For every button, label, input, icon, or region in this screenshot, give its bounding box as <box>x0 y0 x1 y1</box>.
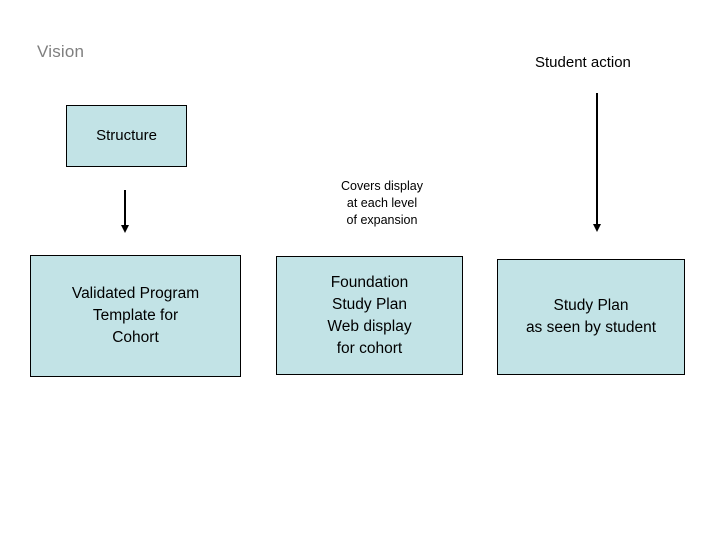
box-validated-program-template-text: Validated Program Template for Cohort <box>31 283 240 349</box>
annotation-line-3: of expansion <box>346 213 418 227</box>
box-structure-line-1: Structure <box>96 127 157 144</box>
box-validated-line-3: Cohort <box>112 329 159 346</box>
vision-heading: Vision <box>37 42 85 61</box>
box-student-line-1: Study Plan <box>553 297 629 314</box>
box-validated-program-template: Validated Program Template for Cohort <box>30 255 241 377</box>
student-action-heading: Student action <box>535 54 631 71</box>
box-foundation-line-1: Foundation <box>330 273 409 291</box>
box-structure: Structure <box>66 105 187 167</box>
annotation-line-1: Covers display <box>341 179 423 193</box>
box-structure-text: Structure <box>67 127 186 145</box>
arrow-shaft <box>124 190 126 226</box>
box-foundation-study-plan-text: Foundation Study Plan Web display for co… <box>277 272 462 360</box>
box-student-study-plan: Study Plan as seen by student <box>497 259 685 375</box>
box-student-line-2: as seen by student <box>525 319 657 336</box>
box-foundation-line-3: Web display <box>327 317 412 335</box>
box-foundation-line-4: for cohort <box>336 339 403 357</box>
arrow-head-icon <box>121 225 129 233</box>
arrow-head-icon <box>593 224 601 232</box>
box-validated-line-1: Validated Program <box>71 285 200 302</box>
arrow-shaft <box>596 93 598 225</box>
box-student-study-plan-text: Study Plan as seen by student <box>498 295 684 339</box>
annotation-covers-display: Covers display at each level of expansio… <box>312 178 452 229</box>
box-validated-line-2: Template for <box>92 307 179 324</box>
box-foundation-line-2: Study Plan <box>332 295 407 313</box>
box-foundation-study-plan: Foundation Study Plan Web display for co… <box>276 256 463 375</box>
annotation-line-2: at each level <box>346 196 418 210</box>
